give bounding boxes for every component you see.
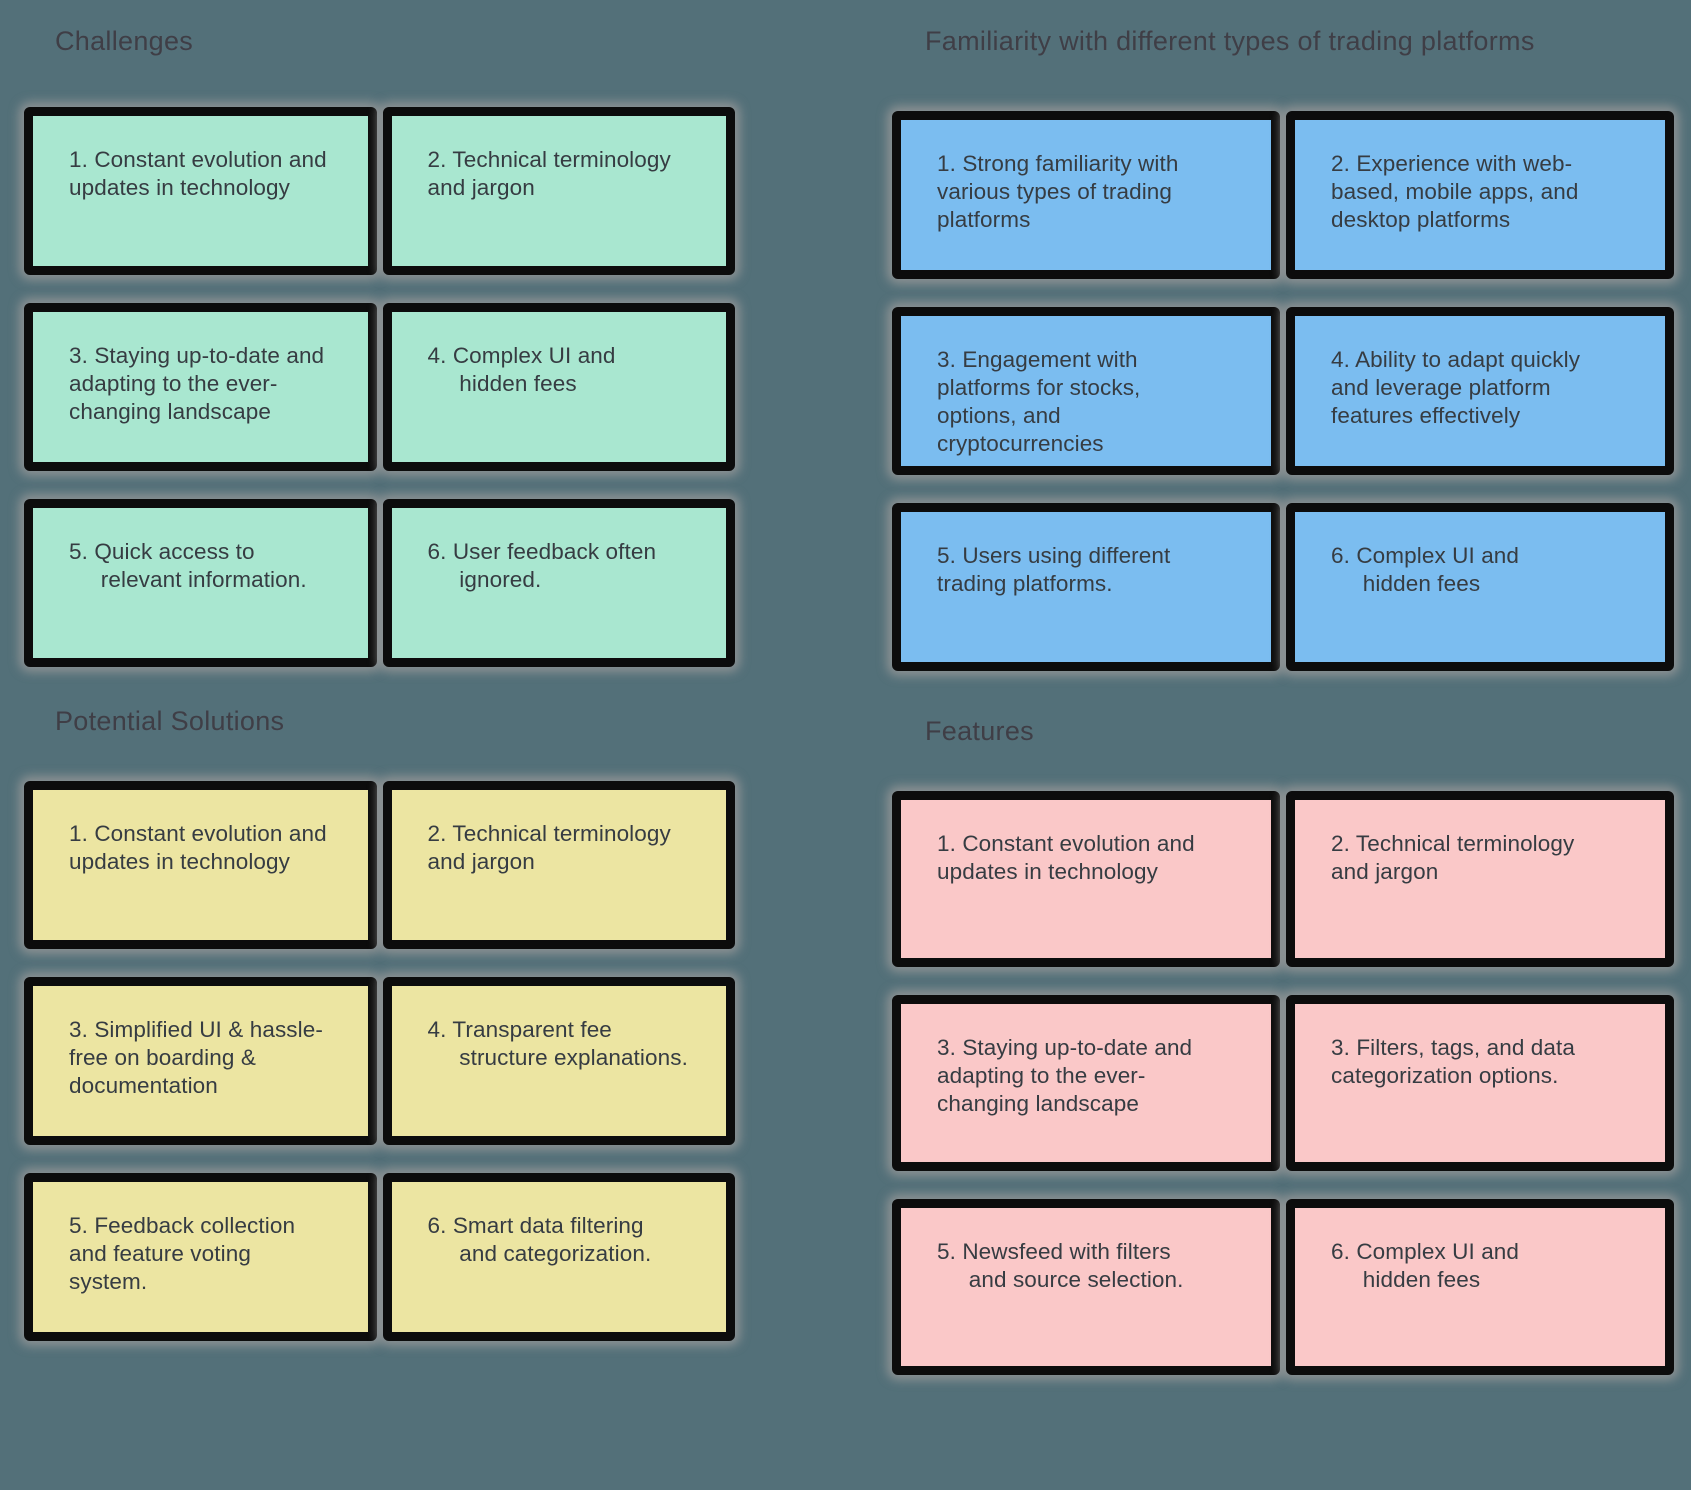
sticky-note-text: 6. User feedback often ignored. bbox=[427, 539, 657, 592]
sticky-note-familiarity-5[interactable]: 5. Users using different trading platfor… bbox=[892, 503, 1280, 671]
sticky-note-text: 4. Ability to adapt quickly and leverage… bbox=[1331, 347, 1581, 428]
familiarity-card-grid: 1. Strong familiarity with various types… bbox=[892, 111, 1674, 671]
section-platform-familiarity: Familiarity with different types of trad… bbox=[892, 20, 1674, 671]
sticky-note-text: 6. Complex UI and hidden fees bbox=[1331, 543, 1520, 596]
sticky-note-text: 5. Newsfeed with filters and source sele… bbox=[937, 1239, 1184, 1292]
sticky-note-feature-3[interactable]: 3. Staying up-to-date and adapting to th… bbox=[892, 995, 1280, 1171]
sticky-note-text: 3. Simplified UI & hassle- free on board… bbox=[69, 1017, 323, 1098]
sticky-note-text: 2. Experience with web- based, mobile ap… bbox=[1331, 151, 1579, 232]
sticky-note-text: 3. Engagement with platforms for stocks,… bbox=[937, 347, 1141, 456]
sticky-note-solution-3[interactable]: 3. Simplified UI & hassle- free on board… bbox=[24, 977, 377, 1145]
features-card-grid: 1. Constant evolution and updates in tec… bbox=[892, 791, 1674, 1375]
sticky-note-text: 1. Constant evolution and updates in tec… bbox=[937, 831, 1195, 884]
sticky-note-familiarity-1[interactable]: 1. Strong familiarity with various types… bbox=[892, 111, 1280, 279]
sticky-note-text: 3. Filters, tags, and data categorizatio… bbox=[1331, 1035, 1575, 1088]
sticky-note-solution-4[interactable]: 4. Transparent fee structure explanation… bbox=[382, 977, 735, 1145]
sticky-note-text: 4. Transparent fee structure explanation… bbox=[427, 1017, 688, 1070]
sticky-note-text: 1. Constant evolution and updates in tec… bbox=[69, 147, 327, 200]
sticky-note-familiarity-6[interactable]: 6. Complex UI and hidden fees bbox=[1286, 503, 1674, 671]
section-potential-solutions: Potential Solutions 1. Constant evolutio… bbox=[24, 700, 735, 1341]
sticky-note-solution-5[interactable]: 5. Feedback collection and feature votin… bbox=[24, 1173, 377, 1341]
sticky-note-text: 4. Complex UI and hidden fees bbox=[427, 343, 616, 396]
solutions-card-grid: 1. Constant evolution and updates in tec… bbox=[24, 781, 735, 1341]
sticky-note-feature-6[interactable]: 6. Complex UI and hidden fees bbox=[1286, 1199, 1674, 1375]
challenges-card-grid: 1. Constant evolution and updates in tec… bbox=[24, 107, 735, 667]
sticky-note-text: 2. Technical terminology and jargon bbox=[1331, 831, 1575, 884]
sticky-note-text: 5. Users using different trading platfor… bbox=[937, 543, 1171, 596]
sticky-note-feature-4[interactable]: 3. Filters, tags, and data categorizatio… bbox=[1286, 995, 1674, 1171]
sticky-note-solution-2[interactable]: 2. Technical terminology and jargon bbox=[382, 781, 735, 949]
sticky-note-challenge-4[interactable]: 4. Complex UI and hidden fees bbox=[382, 303, 735, 471]
sticky-note-text: 2. Technical terminology and jargon bbox=[427, 147, 671, 200]
section-title-platform-familiarity: Familiarity with different types of trad… bbox=[925, 26, 1535, 56]
sticky-note-feature-1[interactable]: 1. Constant evolution and updates in tec… bbox=[892, 791, 1280, 967]
section-title-challenges: Challenges bbox=[55, 26, 194, 56]
sticky-note-text: 5. Quick access to relevant information. bbox=[69, 539, 307, 592]
sticky-note-familiarity-4[interactable]: 4. Ability to adapt quickly and leverage… bbox=[1286, 307, 1674, 475]
sticky-note-feature-5[interactable]: 5. Newsfeed with filters and source sele… bbox=[892, 1199, 1280, 1375]
sticky-note-solution-1[interactable]: 1. Constant evolution and updates in tec… bbox=[24, 781, 377, 949]
sticky-note-challenge-1[interactable]: 1. Constant evolution and updates in tec… bbox=[24, 107, 377, 275]
sticky-note-challenge-2[interactable]: 2. Technical terminology and jargon bbox=[382, 107, 735, 275]
sticky-note-challenge-6[interactable]: 6. User feedback often ignored. bbox=[382, 499, 735, 667]
sticky-note-text: 2. Technical terminology and jargon bbox=[427, 821, 671, 874]
sticky-note-text: 1. Constant evolution and updates in tec… bbox=[69, 821, 327, 874]
sticky-note-text: 6. Complex UI and hidden fees bbox=[1331, 1239, 1520, 1292]
section-title-features: Features bbox=[925, 716, 1034, 746]
sticky-note-solution-6[interactable]: 6. Smart data filtering and categorizati… bbox=[382, 1173, 735, 1341]
sticky-note-familiarity-2[interactable]: 2. Experience with web- based, mobile ap… bbox=[1286, 111, 1674, 279]
section-title-potential-solutions: Potential Solutions bbox=[55, 706, 285, 736]
sticky-note-feature-2[interactable]: 2. Technical terminology and jargon bbox=[1286, 791, 1674, 967]
sticky-note-text: 3. Staying up-to-date and adapting to th… bbox=[937, 1035, 1193, 1116]
sticky-note-familiarity-3[interactable]: 3. Engagement with platforms for stocks,… bbox=[892, 307, 1280, 475]
sticky-note-challenge-3[interactable]: 3. Staying up-to-date and adapting to th… bbox=[24, 303, 377, 471]
section-challenges: Challenges 1. Constant evolution and upd… bbox=[24, 20, 735, 667]
sticky-note-challenge-5[interactable]: 5. Quick access to relevant information. bbox=[24, 499, 377, 667]
sticky-note-text: 1. Strong familiarity with various types… bbox=[937, 151, 1179, 232]
sticky-note-text: 3. Staying up-to-date and adapting to th… bbox=[69, 343, 325, 424]
section-features: Features 1. Constant evolution and updat… bbox=[892, 710, 1674, 1375]
sticky-note-text: 5. Feedback collection and feature votin… bbox=[69, 1213, 296, 1294]
sticky-note-text: 6. Smart data filtering and categorizati… bbox=[427, 1213, 652, 1266]
